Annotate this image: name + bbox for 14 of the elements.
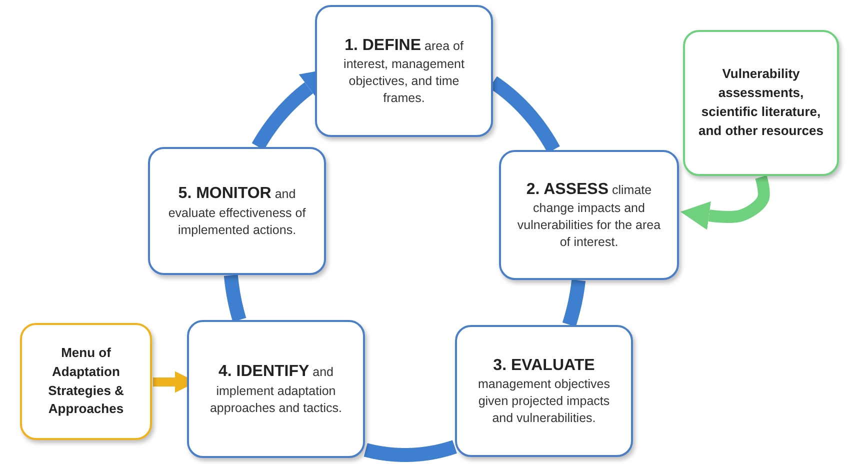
- step-box: [187, 320, 365, 458]
- step-text: 3. EVALUATE management objectives given projected impacts and vulnerabilities.: [476, 356, 612, 428]
- source-box: [683, 30, 839, 176]
- step-text: Vulnerability assessments, scientific literature, and other resources: [698, 65, 824, 140]
- source-box: [20, 323, 152, 440]
- step-box: [499, 150, 679, 280]
- step-box: [455, 325, 633, 457]
- step-box: [148, 147, 326, 275]
- step-box: [315, 5, 493, 137]
- step-text: 1. DEFINE area of interest, management objectives, and time frames.: [342, 36, 466, 108]
- step-text: 2. ASSESS climate change impacts and vulnerabilities for the area of interest.: [516, 180, 662, 252]
- step-text: Menu of Adaptation Strategies & Approaches: [47, 344, 125, 418]
- step-text: 4. IDENTIFY and implement adaptation approaches and tactics.: [208, 362, 344, 417]
- step-text: 5. MONITOR and evaluate effectiveness of implemented actions.: [167, 184, 307, 239]
